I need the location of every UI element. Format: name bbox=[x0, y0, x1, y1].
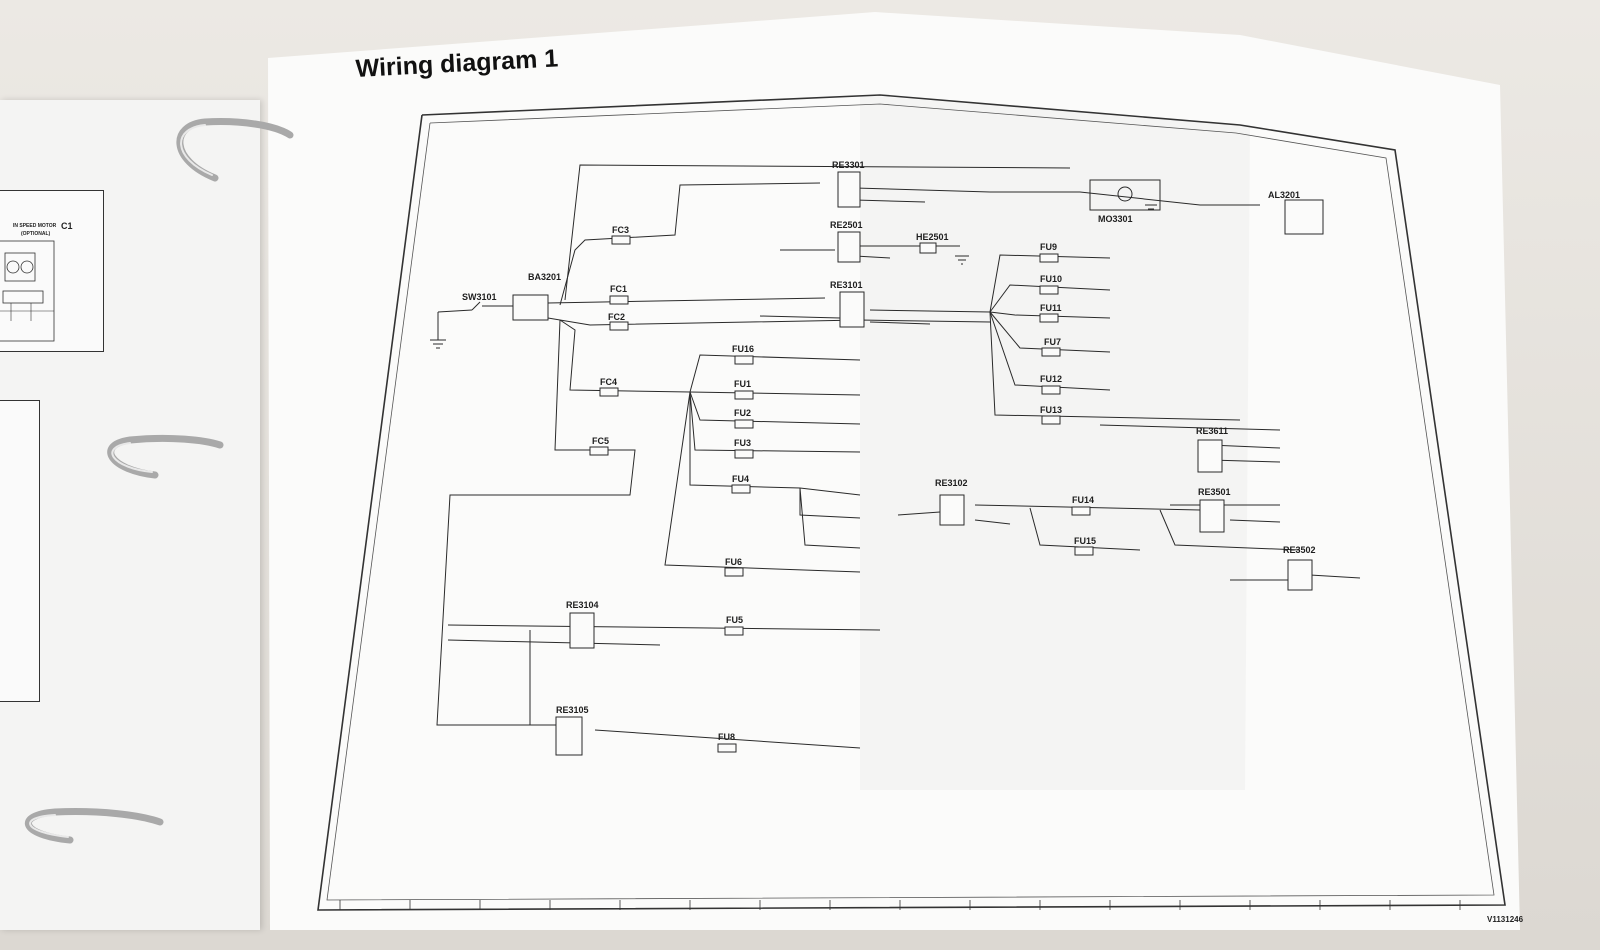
label-fu10: FU10 bbox=[1040, 274, 1062, 284]
fuse-fc5-symbol bbox=[589, 446, 609, 456]
fuse-fc3-symbol bbox=[611, 235, 631, 245]
component-labels: SW3101 BA3201 FC1 FC2 FC3 FC4 FC5 RE3301… bbox=[462, 160, 1316, 742]
label-fu1: FU1 bbox=[734, 379, 751, 389]
binder-ring-middle bbox=[107, 434, 224, 479]
ground-symbols bbox=[955, 204, 1157, 265]
left-page-heading: IN SPEED MOTOR bbox=[13, 223, 57, 229]
fuse-fu13-symbol bbox=[1041, 415, 1061, 425]
label-he2501: HE2501 bbox=[916, 232, 949, 242]
fuse-fu8-symbol bbox=[717, 743, 737, 753]
heater-he2501-symbol bbox=[919, 242, 937, 254]
relay-re3501-symbol bbox=[1199, 499, 1225, 533]
label-sw3101: SW3101 bbox=[462, 292, 497, 302]
label-fu8: FU8 bbox=[718, 732, 735, 742]
label-re3301: RE3301 bbox=[832, 160, 865, 170]
left-page-mini-schematic bbox=[0, 240, 55, 342]
label-re3104: RE3104 bbox=[566, 600, 599, 610]
label-fc1: FC1 bbox=[610, 284, 627, 294]
fuse-fc4-symbol bbox=[599, 387, 619, 397]
label-re3501: RE3501 bbox=[1198, 487, 1231, 497]
binder-ring-top bbox=[176, 118, 294, 182]
fuse-fu15-symbol bbox=[1074, 546, 1094, 556]
label-re3611: RE3611 bbox=[1196, 426, 1228, 436]
fuse-fc2-symbol bbox=[609, 321, 629, 331]
label-fu6: FU6 bbox=[725, 557, 742, 567]
frame-tick-marks bbox=[339, 900, 1461, 910]
left-page-lower-frame bbox=[0, 400, 40, 702]
relay-re3102-symbol bbox=[939, 494, 965, 526]
label-fu4: FU4 bbox=[732, 474, 749, 484]
left-page-ref: C1 bbox=[61, 221, 73, 231]
fuse-fu5-symbol bbox=[724, 626, 744, 636]
relay-re3502-symbol bbox=[1287, 559, 1313, 591]
label-re3502: RE3502 bbox=[1283, 545, 1316, 555]
fuse-fu9-symbol bbox=[1039, 253, 1059, 263]
label-fu5: FU5 bbox=[726, 615, 743, 625]
component-symbols bbox=[555, 171, 1313, 756]
relay-re3104-symbol bbox=[569, 612, 595, 649]
label-re3101: RE3101 bbox=[830, 280, 863, 290]
left-page-subheading: (OPTIONAL) bbox=[21, 231, 51, 237]
label-fu9: FU9 bbox=[1040, 242, 1057, 252]
label-fc5: FC5 bbox=[592, 436, 609, 446]
fuse-fu12-symbol bbox=[1041, 385, 1061, 395]
binder-rings bbox=[24, 118, 294, 844]
fuse-fu11-symbol bbox=[1039, 313, 1059, 323]
label-re3105: RE3105 bbox=[556, 705, 589, 715]
relay-re3301-symbol bbox=[837, 171, 861, 208]
relay-re2501-symbol bbox=[837, 231, 861, 263]
label-fu13: FU13 bbox=[1040, 405, 1062, 415]
label-re3102: RE3102 bbox=[935, 478, 968, 488]
relay-re3101-symbol bbox=[839, 291, 865, 328]
fuse-fu1-symbol bbox=[734, 390, 754, 400]
label-fu11: FU11 bbox=[1040, 303, 1062, 313]
relay-re3611-symbol bbox=[1197, 439, 1223, 473]
fuse-fu7-symbol bbox=[1041, 347, 1061, 357]
paper-fold-shadow bbox=[860, 95, 1250, 790]
label-fu15: FU15 bbox=[1074, 536, 1096, 546]
fuse-fc1-symbol bbox=[609, 295, 629, 305]
fuse-fu6-symbol bbox=[724, 567, 744, 577]
left-binder-page: IN SPEED MOTOR (OPTIONAL) C1 bbox=[0, 100, 260, 930]
label-fu7: FU7 bbox=[1044, 337, 1061, 347]
left-page-schematic-frame: IN SPEED MOTOR (OPTIONAL) C1 bbox=[0, 190, 104, 352]
drawing-number: V1131246 bbox=[1487, 915, 1524, 924]
label-al3201: AL3201 bbox=[1268, 190, 1300, 200]
drawing-inner-frame bbox=[326, 103, 1495, 901]
fuse-fu4-symbol bbox=[731, 484, 751, 494]
fuse-fu3-symbol bbox=[734, 449, 754, 459]
label-fu2: FU2 bbox=[734, 408, 751, 418]
fuse-fu14-symbol bbox=[1071, 506, 1091, 516]
fuse-fu2-symbol bbox=[734, 419, 754, 429]
label-ba3201: BA3201 bbox=[528, 272, 561, 282]
label-fu14: FU14 bbox=[1072, 495, 1094, 505]
relay-re3105-symbol bbox=[555, 716, 583, 756]
label-fu3: FU3 bbox=[734, 438, 751, 448]
label-fc4: FC4 bbox=[600, 377, 617, 387]
fuse-fu16-symbol bbox=[734, 355, 754, 365]
label-fc3: FC3 bbox=[612, 225, 629, 235]
drawing-frame bbox=[317, 94, 1506, 911]
binder-ring-bottom bbox=[24, 808, 164, 844]
fuse-fu10-symbol bbox=[1039, 285, 1059, 295]
label-mo3301: MO3301 bbox=[1098, 214, 1133, 224]
label-fu16: FU16 bbox=[732, 344, 754, 354]
label-fu12: FU12 bbox=[1040, 374, 1062, 384]
label-re2501: RE2501 bbox=[830, 220, 863, 230]
label-fc2: FC2 bbox=[608, 312, 625, 322]
